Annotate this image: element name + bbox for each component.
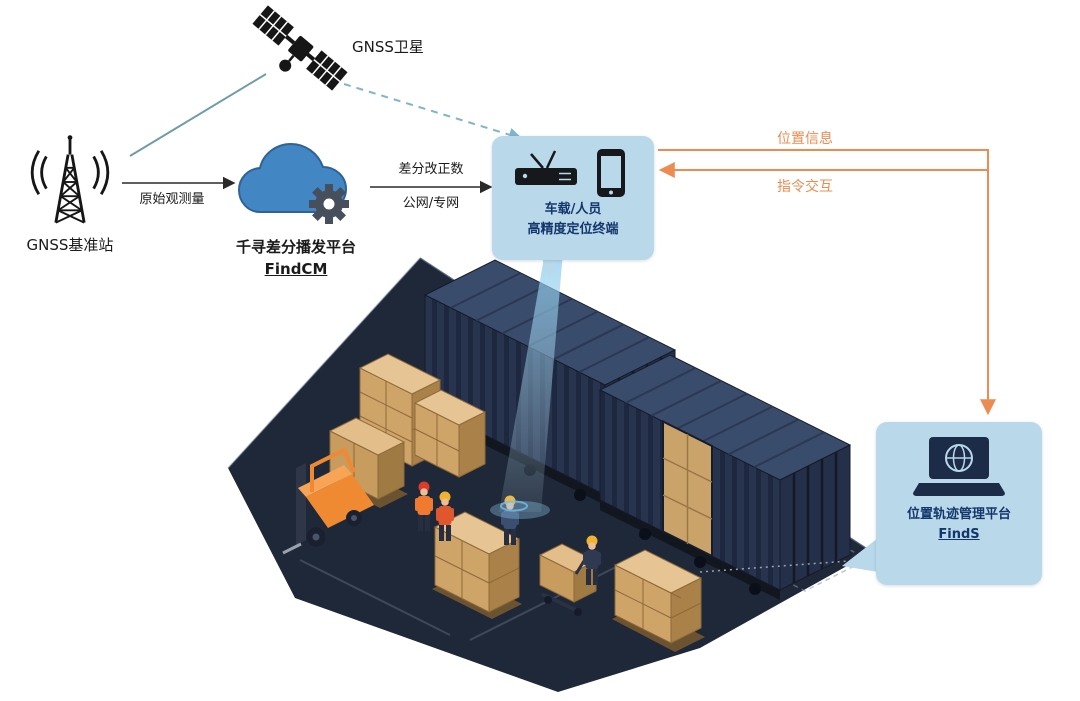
warehouse-scene	[227, 252, 873, 692]
management-platform-panel: 位置轨迹管理平台 FindS	[876, 422, 1042, 585]
links-layer	[122, 73, 996, 416]
platform-panel-tail	[842, 538, 878, 572]
shipping-container-2	[598, 354, 852, 591]
cloud-platform-product: FindCM	[264, 260, 328, 278]
correction-label-line2: 公网/专网	[402, 196, 460, 211]
positioning-beam	[490, 252, 563, 519]
laptop-icon	[913, 437, 1005, 496]
satellite-label: GNSS卫星	[352, 38, 424, 56]
container-2-chassis	[600, 500, 780, 600]
receiver-icon	[515, 150, 577, 185]
cloud-platform-icon	[237, 142, 349, 224]
gear-icon	[309, 184, 349, 224]
worker-pallet-jack	[583, 535, 601, 585]
terminal-devices-icon	[515, 149, 625, 197]
terminal-label-line2: 高精度定位终端	[527, 221, 619, 237]
edge-position-info-arrow	[658, 149, 996, 416]
signal-waves-icon	[30, 150, 110, 196]
pallet-jack	[538, 543, 598, 616]
cloud-platform-label: 千寻差分播发平台 FindCM	[210, 236, 382, 278]
position-info-label: 位置信息	[777, 131, 833, 147]
link-satellite-to-terminal-dashed	[343, 83, 523, 142]
pallet-stack-right	[612, 549, 705, 652]
correction-label-line1: 差分改正数	[398, 162, 464, 177]
terminal-panel: 车载/人员 高精度定位终端	[492, 136, 654, 260]
smartphone-icon	[597, 149, 625, 197]
management-platform-product: FindS	[938, 526, 980, 542]
terminal-label-line1: 车载/人员	[544, 202, 602, 217]
raw-observation-label: 原始观测量	[139, 192, 205, 207]
worker-red-shirt	[436, 491, 454, 541]
pallet-stack-center	[432, 511, 522, 619]
management-platform-name: 位置轨迹管理平台	[906, 507, 1011, 522]
pallet-stack-left-right	[413, 389, 487, 478]
link-satellite-to-base	[129, 73, 267, 157]
cloud-platform-name: 千寻差分播发平台	[235, 238, 356, 256]
container-2-open-door	[662, 419, 713, 558]
worker-orange-vest	[415, 481, 433, 531]
globe-icon	[945, 444, 973, 472]
satellite-icon	[252, 5, 348, 91]
command-interaction-label: 指令交互	[777, 179, 833, 195]
base-station-label: GNSS基准站	[26, 236, 114, 254]
base-station-tower-icon	[30, 135, 110, 224]
forklift	[282, 447, 374, 555]
